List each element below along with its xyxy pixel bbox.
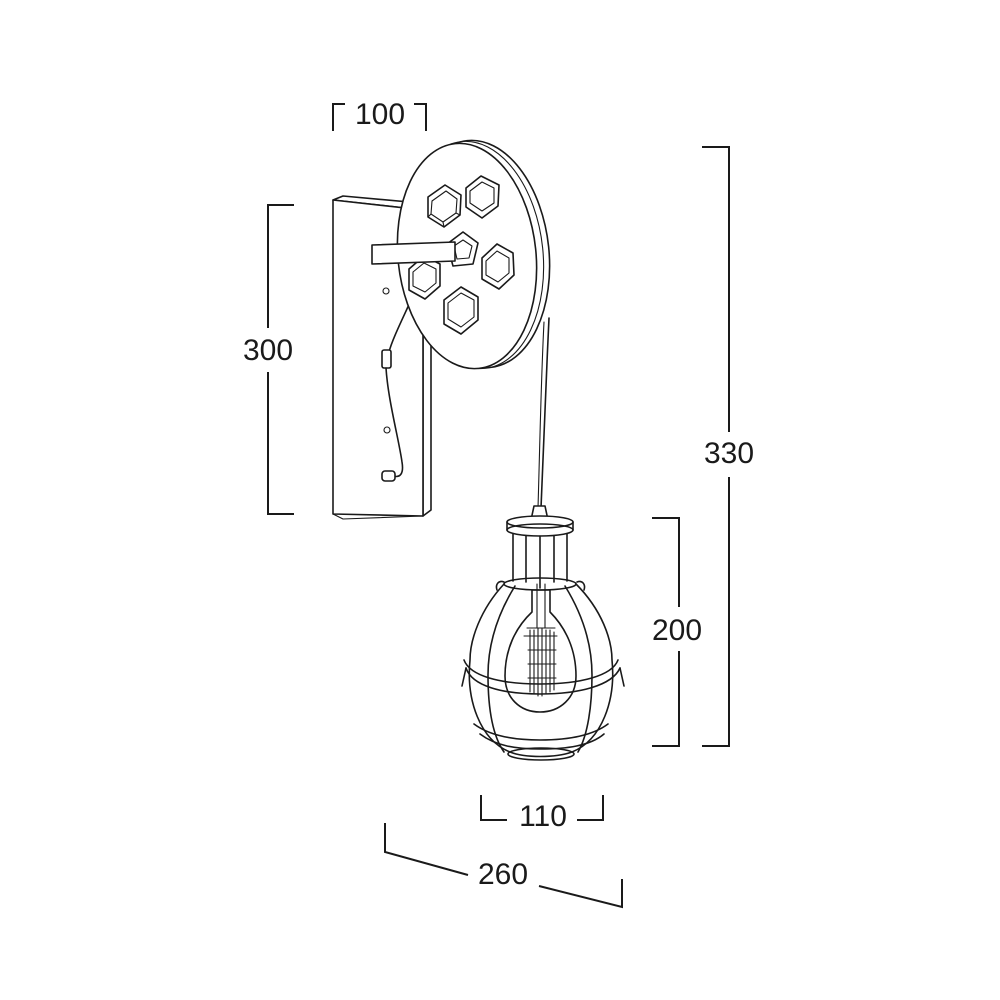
wheel-nut [465,175,500,219]
cage-body [468,583,614,758]
dimension-bracket-shade-width [480,795,604,821]
screw-hole [382,287,390,295]
dimension-bracket-backplate-height [267,204,294,515]
edison-bulb [504,589,577,713]
inline-switch [381,349,392,369]
cage-middle-ring [463,659,619,685]
label-shade-width: 110 [519,800,567,833]
cage-pendant [461,505,625,761]
label-backplate-height: 300 [243,334,293,367]
label-total-depth: 260 [478,858,528,891]
bulb-filament [527,627,557,697]
label-shade-height: 200 [652,614,702,647]
screw-hole [383,426,391,434]
axle-arm [371,241,456,265]
label-backplate-width: 100 [355,98,405,131]
wheel-nut [443,286,479,335]
dimension-bracket-total-depth [384,823,623,909]
dimension-bracket-backplate-width [332,103,427,131]
cage-bottom-ring [507,747,575,761]
hanging-cable [540,317,550,509]
dimension-lines [267,103,730,909]
label-total-height: 330 [704,437,754,470]
wheel-nut [481,243,515,290]
cord-clip [381,470,396,482]
dimension-bracket-total-height [702,146,730,747]
wheel-nut [427,184,462,228]
cage-lower-ring [473,723,609,741]
dimension-bracket-shade-height [652,517,680,747]
pulley-wheel [371,139,551,370]
